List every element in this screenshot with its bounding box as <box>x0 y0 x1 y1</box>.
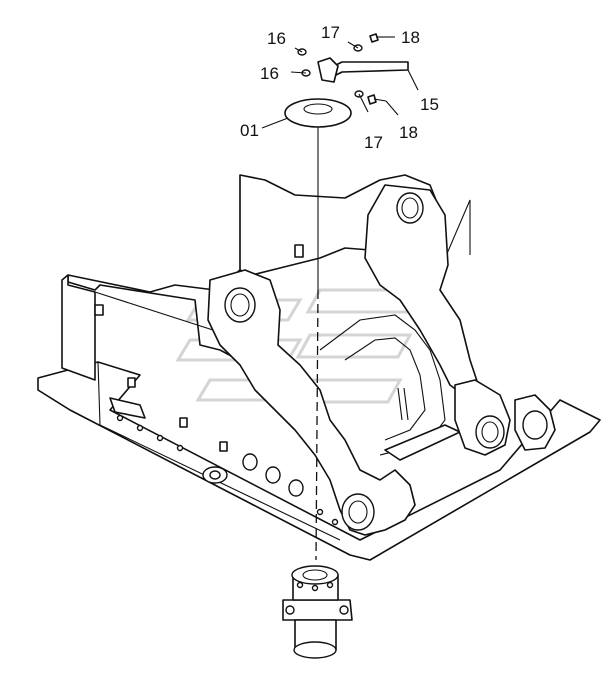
leader-lines <box>261 36 419 561</box>
frame-brackets <box>94 244 304 452</box>
label-17-top: 17 <box>321 23 340 42</box>
bracket-15 <box>317 57 409 83</box>
label-16-mid: 16 <box>260 64 279 83</box>
washers-16 <box>297 48 311 77</box>
frame-left-front-boss <box>341 493 375 531</box>
frame-right-tower <box>364 184 481 401</box>
callout-labels: 16 16 17 18 15 01 17 18 <box>240 23 439 152</box>
label-15: 15 <box>420 95 439 114</box>
frame-left-tower <box>207 269 416 536</box>
label-18-top: 18 <box>401 28 420 47</box>
label-01: 01 <box>240 121 259 140</box>
bolts-18 <box>367 33 387 105</box>
frame-side-holes <box>116 414 339 526</box>
label-17-bottom: 17 <box>364 133 383 152</box>
label-18-bottom: 18 <box>399 123 418 142</box>
swivel-joint <box>282 565 353 659</box>
frame-right-bosses <box>454 379 556 456</box>
cover-plate <box>284 98 352 128</box>
label-16-top: 16 <box>267 29 286 48</box>
